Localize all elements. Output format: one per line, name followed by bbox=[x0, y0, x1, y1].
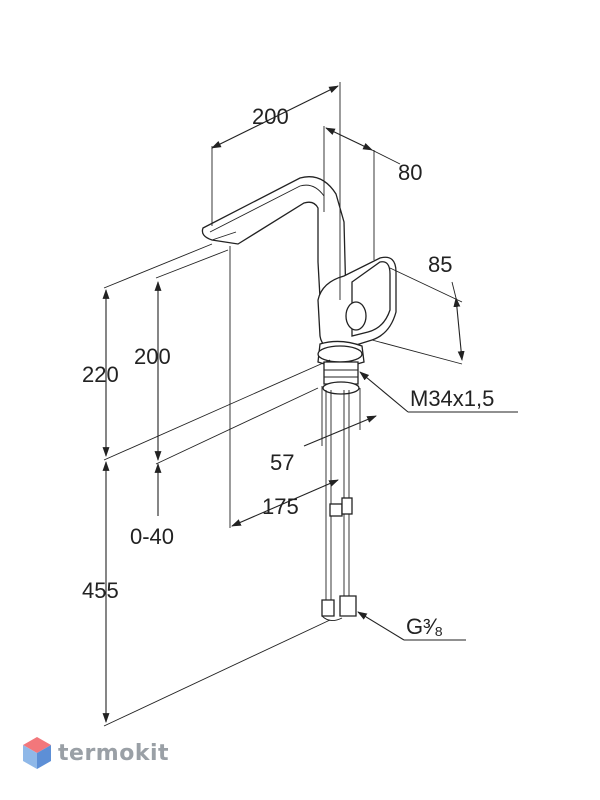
faucet-body bbox=[201, 176, 397, 395]
label-handle-height: 85 bbox=[428, 252, 452, 277]
label-hose-length: 455 bbox=[82, 578, 119, 603]
label-base-diameter: 57 bbox=[270, 450, 294, 475]
dimension-deck-thickness: 0-40 bbox=[130, 463, 174, 549]
dimension-spout-offset: 175 bbox=[229, 246, 339, 528]
dimension-spout-reach: 200 bbox=[211, 82, 341, 300]
dimension-spout-height: 200 bbox=[134, 249, 319, 465]
dimension-handle-height: 85 bbox=[371, 252, 465, 365]
dimension-handle-depth: 80 bbox=[323, 126, 422, 260]
label-spout-offset: 175 bbox=[262, 494, 299, 519]
dimension-hose-length: 455 bbox=[82, 461, 331, 727]
label-total-height: 220 bbox=[82, 362, 119, 387]
dimension-thread: M34x1,5 bbox=[359, 371, 518, 413]
label-spout-height: 200 bbox=[134, 344, 171, 369]
termokit-cube-icon bbox=[23, 737, 51, 769]
label-thread: M34x1,5 bbox=[410, 386, 494, 411]
label-spout-reach: 200 bbox=[252, 104, 289, 129]
brand-logo: termokit bbox=[22, 736, 169, 770]
label-connection: G³⁄₈ bbox=[406, 614, 443, 639]
dimension-connection: G³⁄₈ bbox=[357, 611, 466, 641]
brand-name: termokit bbox=[58, 740, 170, 766]
label-deck-thickness: 0-40 bbox=[130, 524, 174, 549]
dimension-base-diameter: 57 bbox=[270, 386, 377, 475]
label-handle-depth: 80 bbox=[398, 160, 422, 185]
supply-hoses bbox=[321, 390, 357, 621]
dimension-total-height: 220 bbox=[82, 243, 331, 461]
